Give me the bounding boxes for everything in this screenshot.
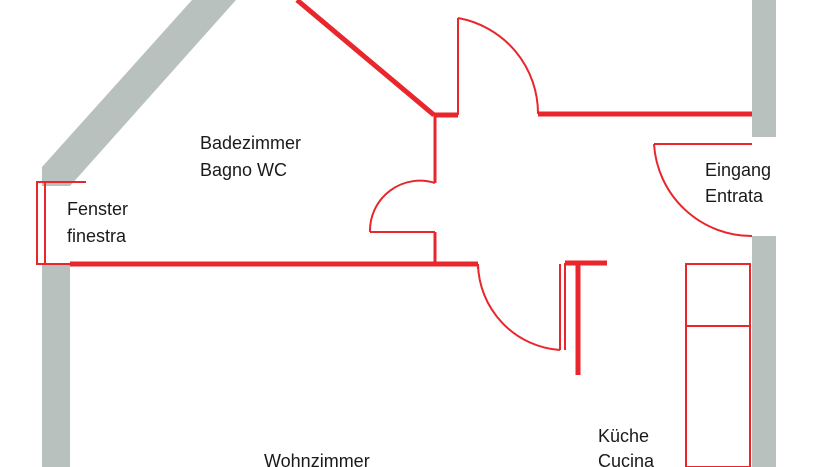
kitchen-label-line1: Küche	[598, 426, 649, 446]
window-label-line1: Fenster	[67, 199, 128, 219]
bathroom-label-line2: Bagno WC	[200, 160, 287, 180]
outer-walls	[42, 0, 776, 467]
window-frame	[36, 181, 46, 265]
entrance-door-swing	[653, 143, 753, 238]
outer-wall-diagonal	[42, 0, 236, 186]
outer-wall-right-lower	[752, 236, 776, 467]
entrance-label-line2: Entrata	[705, 186, 764, 206]
outer-wall-right-upper	[752, 0, 776, 137]
living-room-label: Wohnzimmer	[264, 451, 370, 467]
bathroom-label-line1: Badezimmer	[200, 133, 301, 153]
corridor-door-swing	[457, 17, 540, 115]
window-label-line2: finestra	[67, 226, 127, 246]
entrance-label-line1: Eingang	[705, 160, 771, 180]
bathroom-door-swing	[368, 179, 436, 233]
inner-walls	[36, 0, 753, 467]
bathroom-diagonal-wall	[295, 0, 436, 117]
kitchen-counter	[685, 263, 751, 467]
kitchen-label-line2: Cucina	[598, 451, 655, 467]
living-door-swing	[477, 263, 561, 351]
outer-wall-left	[42, 265, 70, 467]
